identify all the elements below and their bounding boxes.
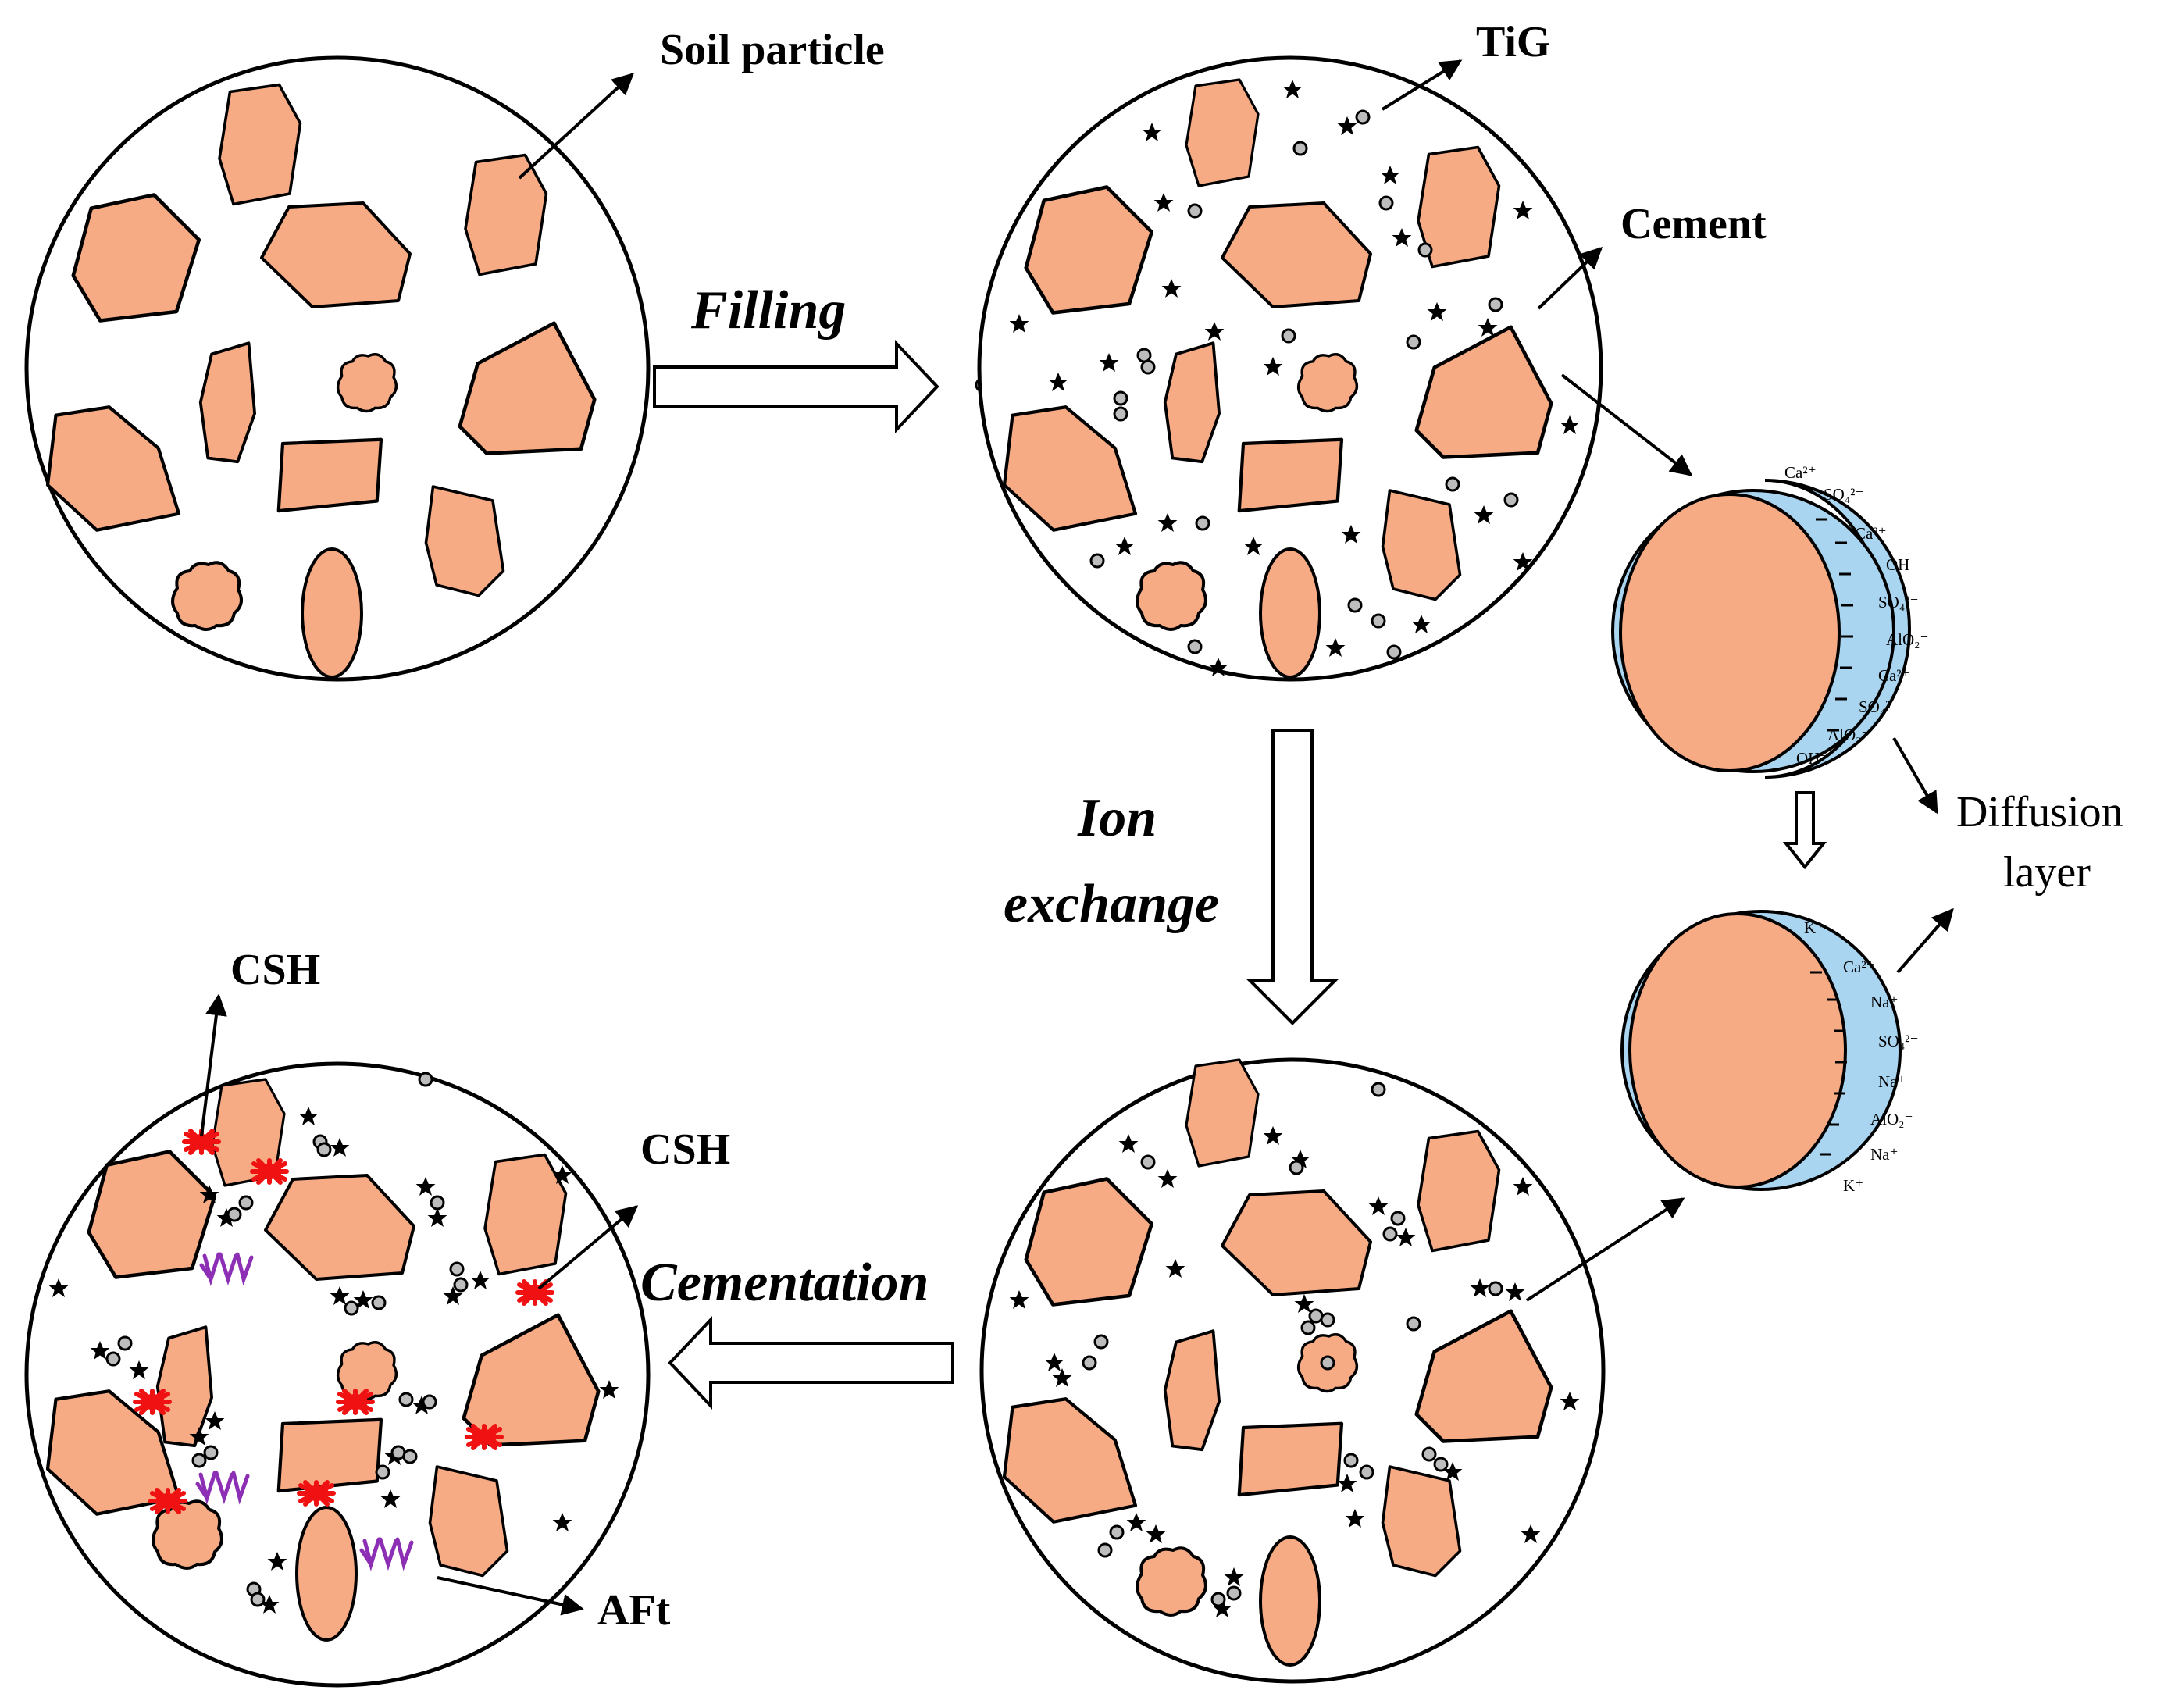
csh-label-right: CSH [640,1125,730,1174]
ion-label: SO₄²⁻ [1824,485,1864,504]
ion-label: AlO₂⁻ [1886,630,1929,649]
ion-label: OH⁻ [1796,749,1828,768]
cementation-label: Cementation [640,1253,929,1313]
ion-label: Na⁺ [1870,1145,1899,1164]
ion-label: OH⁻ [1886,555,1918,574]
ion-label: SO₄²⁻ [1859,697,1899,716]
ion-exchange-arrow: Ion exchange [1004,729,1339,1025]
tig-label: TiG [1476,18,1550,66]
cement-label: Cement [1620,200,1767,248]
soil-particle-label: Soil particle [660,26,885,74]
ion-label: Ca²⁺ [1855,524,1887,543]
diffusion-layer-label-line1: Diffusion [1956,788,2123,836]
ion-label: AlO₂⁻ [1870,1110,1913,1129]
filling-arrow: Filling [653,280,990,434]
ion-label: K⁺ [1804,918,1824,937]
diffusion-layer-label-line2: layer [2003,848,2091,897]
aft-label: AFt [597,1586,671,1635]
ion-label: Ca²⁺ [1843,957,1875,976]
ion-label: Na⁺ [1870,993,1899,1011]
ion-exchange-label-line2: exchange [1004,874,1219,934]
ion-label: SO₄²⁻ [1878,593,1919,612]
filling-label: Filling [690,280,846,341]
ion-label: Na⁺ [1878,1072,1906,1091]
diffusion-change-arrow [1782,791,1827,870]
ion-label: Ca²⁺ [1784,463,1817,482]
ion-label: AlO₂⁻ [1827,726,1870,744]
ion-label: SO₄²⁻ [1878,1032,1919,1050]
panel-cemented: CSH CSH AFt [24,946,730,1688]
panel-ion-exchanged [979,1057,1685,1684]
ion-exchange-label-line1: Ion [1077,788,1157,848]
ion-label: K⁺ [1843,1176,1863,1195]
ion-label: Ca²⁺ [1878,666,1910,685]
diffusion-layer-before: Ca²⁺ SO₄²⁻ Ca²⁺ OH⁻ SO₄²⁻ AlO₂⁻ Ca²⁺ SO₄… [1611,463,2123,897]
panel-filled: TiG Cement [977,18,1767,682]
diffusion-layer-after: K⁺ Ca²⁺ Na⁺ SO₄²⁻ Na⁺ AlO₂⁻ Na⁺ K⁺ [1620,907,1954,1195]
cementation-arrow: Cementation [640,1253,954,1410]
csh-label-top: CSH [230,946,320,994]
panel-soil-only: Soil particle [24,26,885,682]
